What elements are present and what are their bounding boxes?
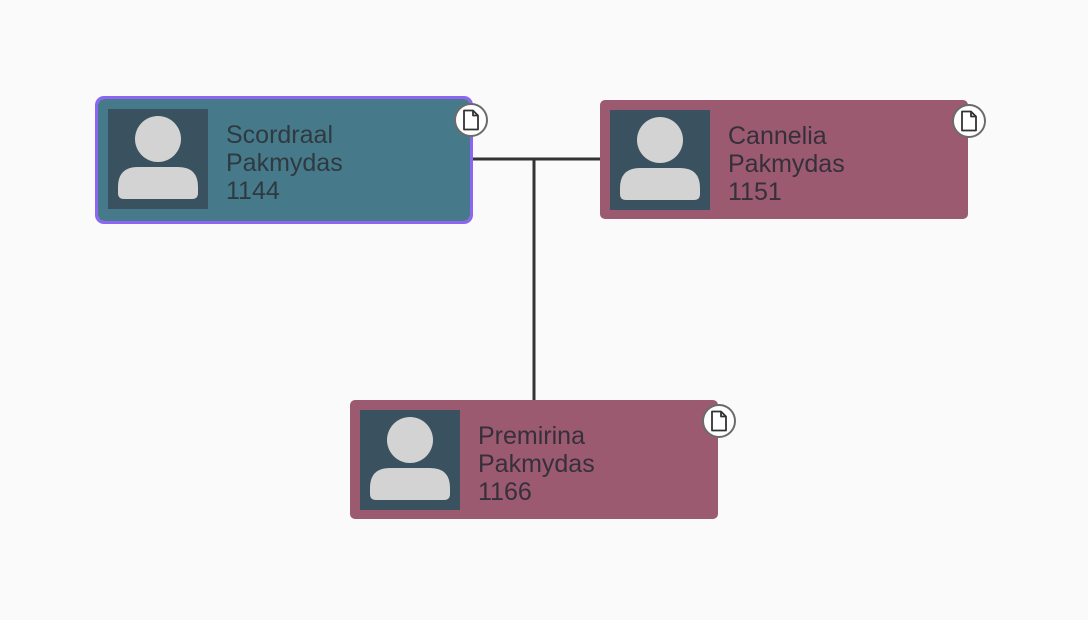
person-silhouette-icon (118, 116, 198, 199)
avatar (610, 110, 710, 210)
document-button[interactable] (702, 404, 736, 438)
first-name: Premirina (478, 422, 585, 450)
person-card-scordraal[interactable]: Scordraal Pakmydas 1144 (95, 96, 488, 224)
birth-year: 1151 (728, 178, 782, 206)
person-name: Scordraal Pakmydas 1144 (226, 121, 343, 205)
document-icon (463, 109, 479, 131)
first-name: Scordraal (226, 121, 333, 149)
first-name: Cannelia (728, 122, 827, 150)
document-icon (711, 410, 727, 432)
person-card-premirina[interactable]: Premirina Pakmydas 1166 (350, 400, 736, 519)
person-name: Cannelia Pakmydas 1151 (728, 122, 845, 206)
birth-year: 1166 (478, 478, 532, 506)
birth-year: 1144 (226, 177, 280, 205)
person-silhouette-icon (370, 417, 450, 500)
document-button[interactable] (454, 103, 488, 137)
person-silhouette-icon (620, 117, 700, 200)
last-name: Pakmydas (728, 150, 845, 178)
person-card-cannelia[interactable]: Cannelia Pakmydas 1151 (600, 100, 986, 219)
last-name: Pakmydas (226, 149, 343, 177)
person-name: Premirina Pakmydas 1166 (478, 422, 595, 506)
avatar (360, 410, 460, 510)
document-button[interactable] (952, 104, 986, 138)
document-icon (961, 110, 977, 132)
avatar (108, 109, 208, 209)
last-name: Pakmydas (478, 450, 595, 478)
